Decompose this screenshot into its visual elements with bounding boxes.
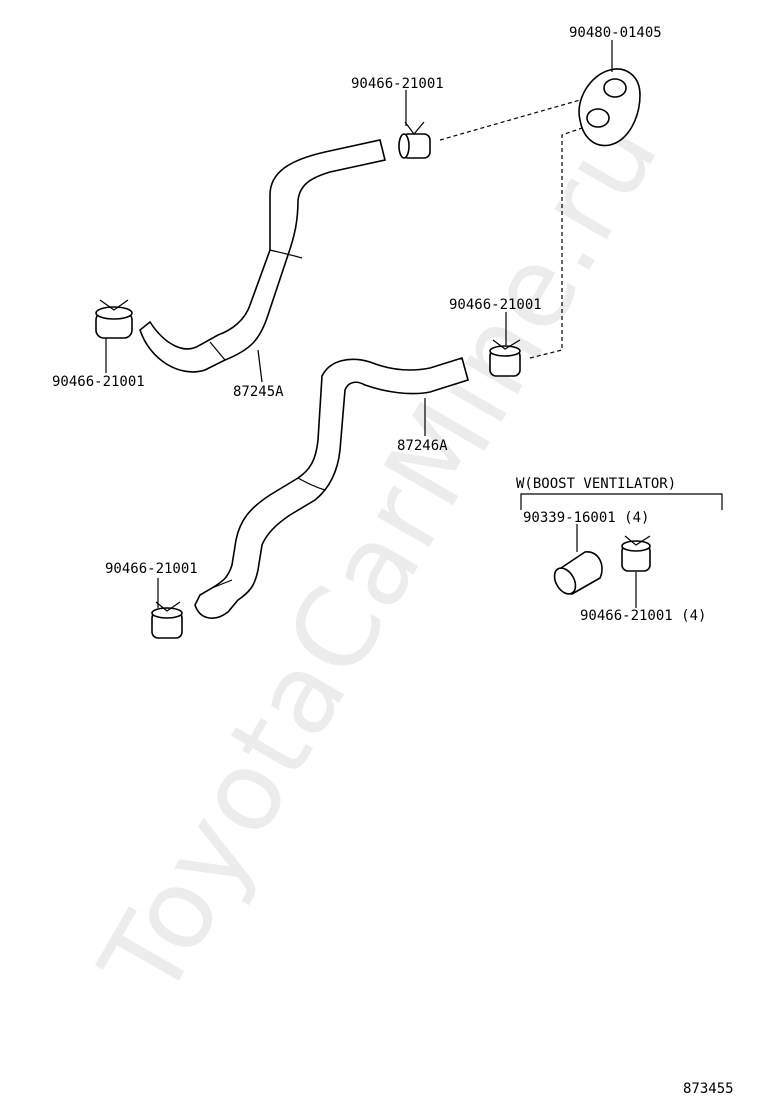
label-hose-lower: 87246A	[397, 438, 448, 454]
label-clamp-right: 90466-21001	[449, 297, 542, 313]
clamp-top	[398, 121, 431, 159]
label-clamp-bottom: 90466-21001	[105, 561, 198, 577]
clamp-boost	[621, 535, 651, 572]
label-clamp-boost: 90466-21001 (4)	[580, 608, 707, 624]
clamp-bottom	[151, 601, 183, 639]
label-clamp-left: 90466-21001	[52, 374, 145, 390]
dash-line-right	[529, 127, 583, 359]
label-grommet: 90480-01405	[569, 25, 662, 41]
dash-line-top	[439, 99, 581, 141]
plug	[553, 551, 603, 596]
label-hose-upper: 87245A	[233, 384, 284, 400]
clamp-right	[489, 339, 521, 377]
leader-hose-upper	[257, 349, 263, 383]
hose-87245a	[139, 139, 386, 373]
boost-bracket	[520, 493, 723, 510]
hose-87246a	[194, 356, 469, 619]
label-plug: 90339-16001 (4)	[523, 510, 650, 526]
label-clamp-top: 90466-21001	[351, 76, 444, 92]
boost-ventilator-heading: W(BOOST VENTILATOR)	[516, 476, 677, 492]
clamp-left	[95, 299, 133, 339]
diagram-id: 873455	[683, 1081, 734, 1097]
grommet	[578, 68, 641, 147]
